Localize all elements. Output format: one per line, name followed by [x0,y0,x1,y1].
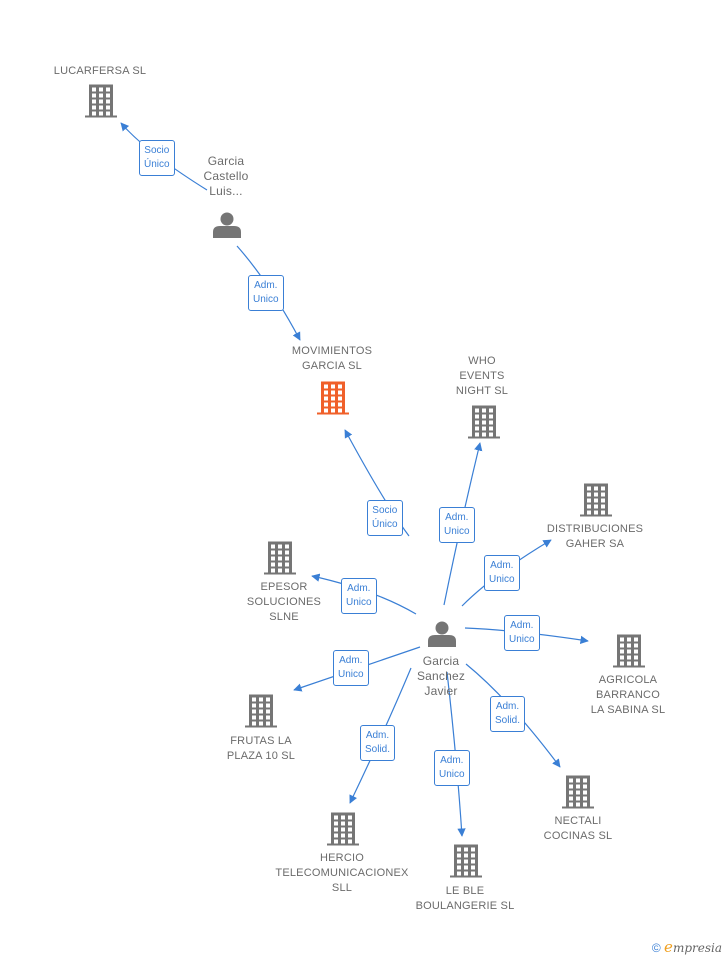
role-label-r6[interactable]: Adm. Unico [341,578,377,614]
building-icon-hercio[interactable] [327,812,359,846]
role-label-r2[interactable]: Adm. Unico [248,275,284,311]
company-label-nectali[interactable]: NECTALI COCINAS SL [543,815,613,842]
brand-logo: empresia [664,938,722,956]
person-icon-garcia-castello[interactable] [213,212,241,239]
company-label-epesor[interactable]: EPESOR SOLUCIONES SLNE [246,581,322,623]
building-icon-agricola[interactable] [613,634,645,668]
role-label-r5[interactable]: Adm. Unico [484,555,520,591]
building-icon-epesor[interactable] [264,541,296,575]
copyright-symbol: © [651,941,661,955]
company-label-movimientos[interactable]: MOVIMIENTOS GARCIA SL [291,345,373,372]
building-icon-leble[interactable] [450,844,482,878]
building-icon-who[interactable] [468,405,500,439]
role-label-r3[interactable]: Socio Único [367,500,403,536]
building-icon-movimientos[interactable] [317,381,349,415]
person-label-garcia-sanchez[interactable]: Garcia Sanchez Javier [416,654,466,698]
role-label-r9[interactable]: Adm. Solid. [490,696,526,732]
building-icon-lucarfersa[interactable] [85,84,117,118]
person-label-garcia-castello[interactable]: Garcia Castello Luis... [203,154,249,198]
company-label-lucarfersa[interactable]: LUCARFERSA SL [53,65,147,77]
company-label-distribuciones[interactable]: DISTRIBUCIONES GAHER SA [546,523,644,550]
role-label-r1[interactable]: Socio Único [139,140,175,176]
icons-layer [85,84,645,878]
role-label-r8[interactable]: Adm. Unico [333,650,369,686]
role-label-r11[interactable]: Adm. Unico [434,750,470,786]
role-label-r7[interactable]: Adm. Unico [504,615,540,651]
company-label-agricola[interactable]: AGRICOLA BARRANCO LA SABINA SL [590,674,666,716]
company-label-frutas[interactable]: FRUTAS LA PLAZA 10 SL [226,735,296,762]
company-label-who[interactable]: WHO EVENTS NIGHT SL [455,355,509,397]
building-icon-distribuciones[interactable] [580,483,612,517]
relation-edge-r3 [344,429,410,537]
company-label-hercio[interactable]: HERCIO TELECOMUNICACIONEX SLL [275,852,409,894]
footer-brand[interactable]: © empresia [652,938,722,956]
company-label-leble[interactable]: LE BLE BOULANGERIE SL [415,885,515,912]
role-label-r10[interactable]: Adm. Solid. [360,725,396,761]
person-icon-garcia-sanchez[interactable] [428,621,456,648]
role-label-r4[interactable]: Adm. Unico [439,507,475,543]
building-icon-frutas[interactable] [245,694,277,728]
building-icon-nectali[interactable] [562,775,594,809]
